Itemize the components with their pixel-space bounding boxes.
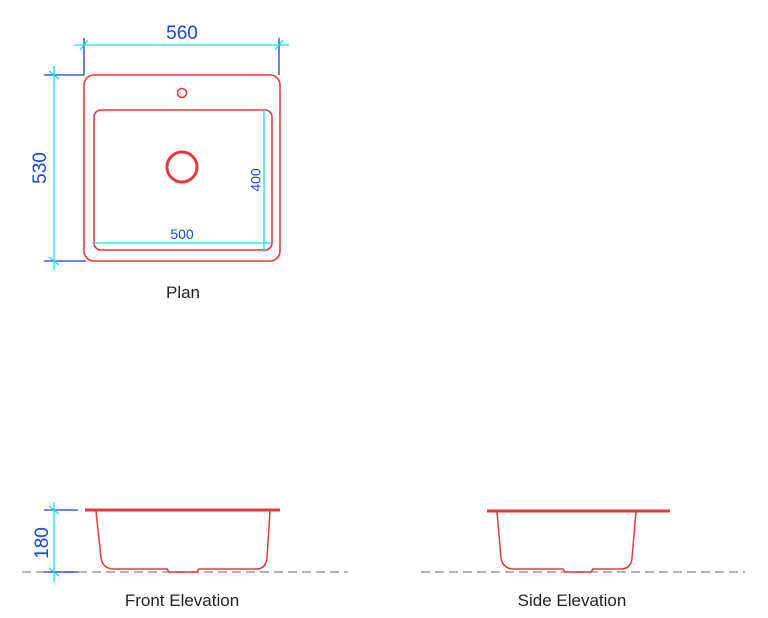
front-elevation-view bbox=[22, 502, 348, 582]
bowl-outline bbox=[93, 109, 273, 251]
dim-bowl-width: 500 bbox=[170, 226, 194, 242]
drain-hole bbox=[165, 150, 199, 184]
side-elevation-label: Side Elevation bbox=[517, 591, 627, 610]
plan-view bbox=[44, 38, 289, 270]
dim-height: 180 bbox=[31, 527, 53, 559]
dim-overall-width: 560 bbox=[166, 23, 198, 44]
side-elevation-view bbox=[421, 509, 745, 573]
dim-bowl-depth: 400 bbox=[247, 168, 264, 192]
plan-label: Plan bbox=[165, 283, 201, 302]
tap-hole bbox=[176, 87, 188, 99]
dim-overall-depth: 530 bbox=[29, 152, 51, 184]
front-elevation-label: Front Elevation bbox=[124, 591, 240, 610]
sink-outer-outline bbox=[83, 74, 281, 262]
